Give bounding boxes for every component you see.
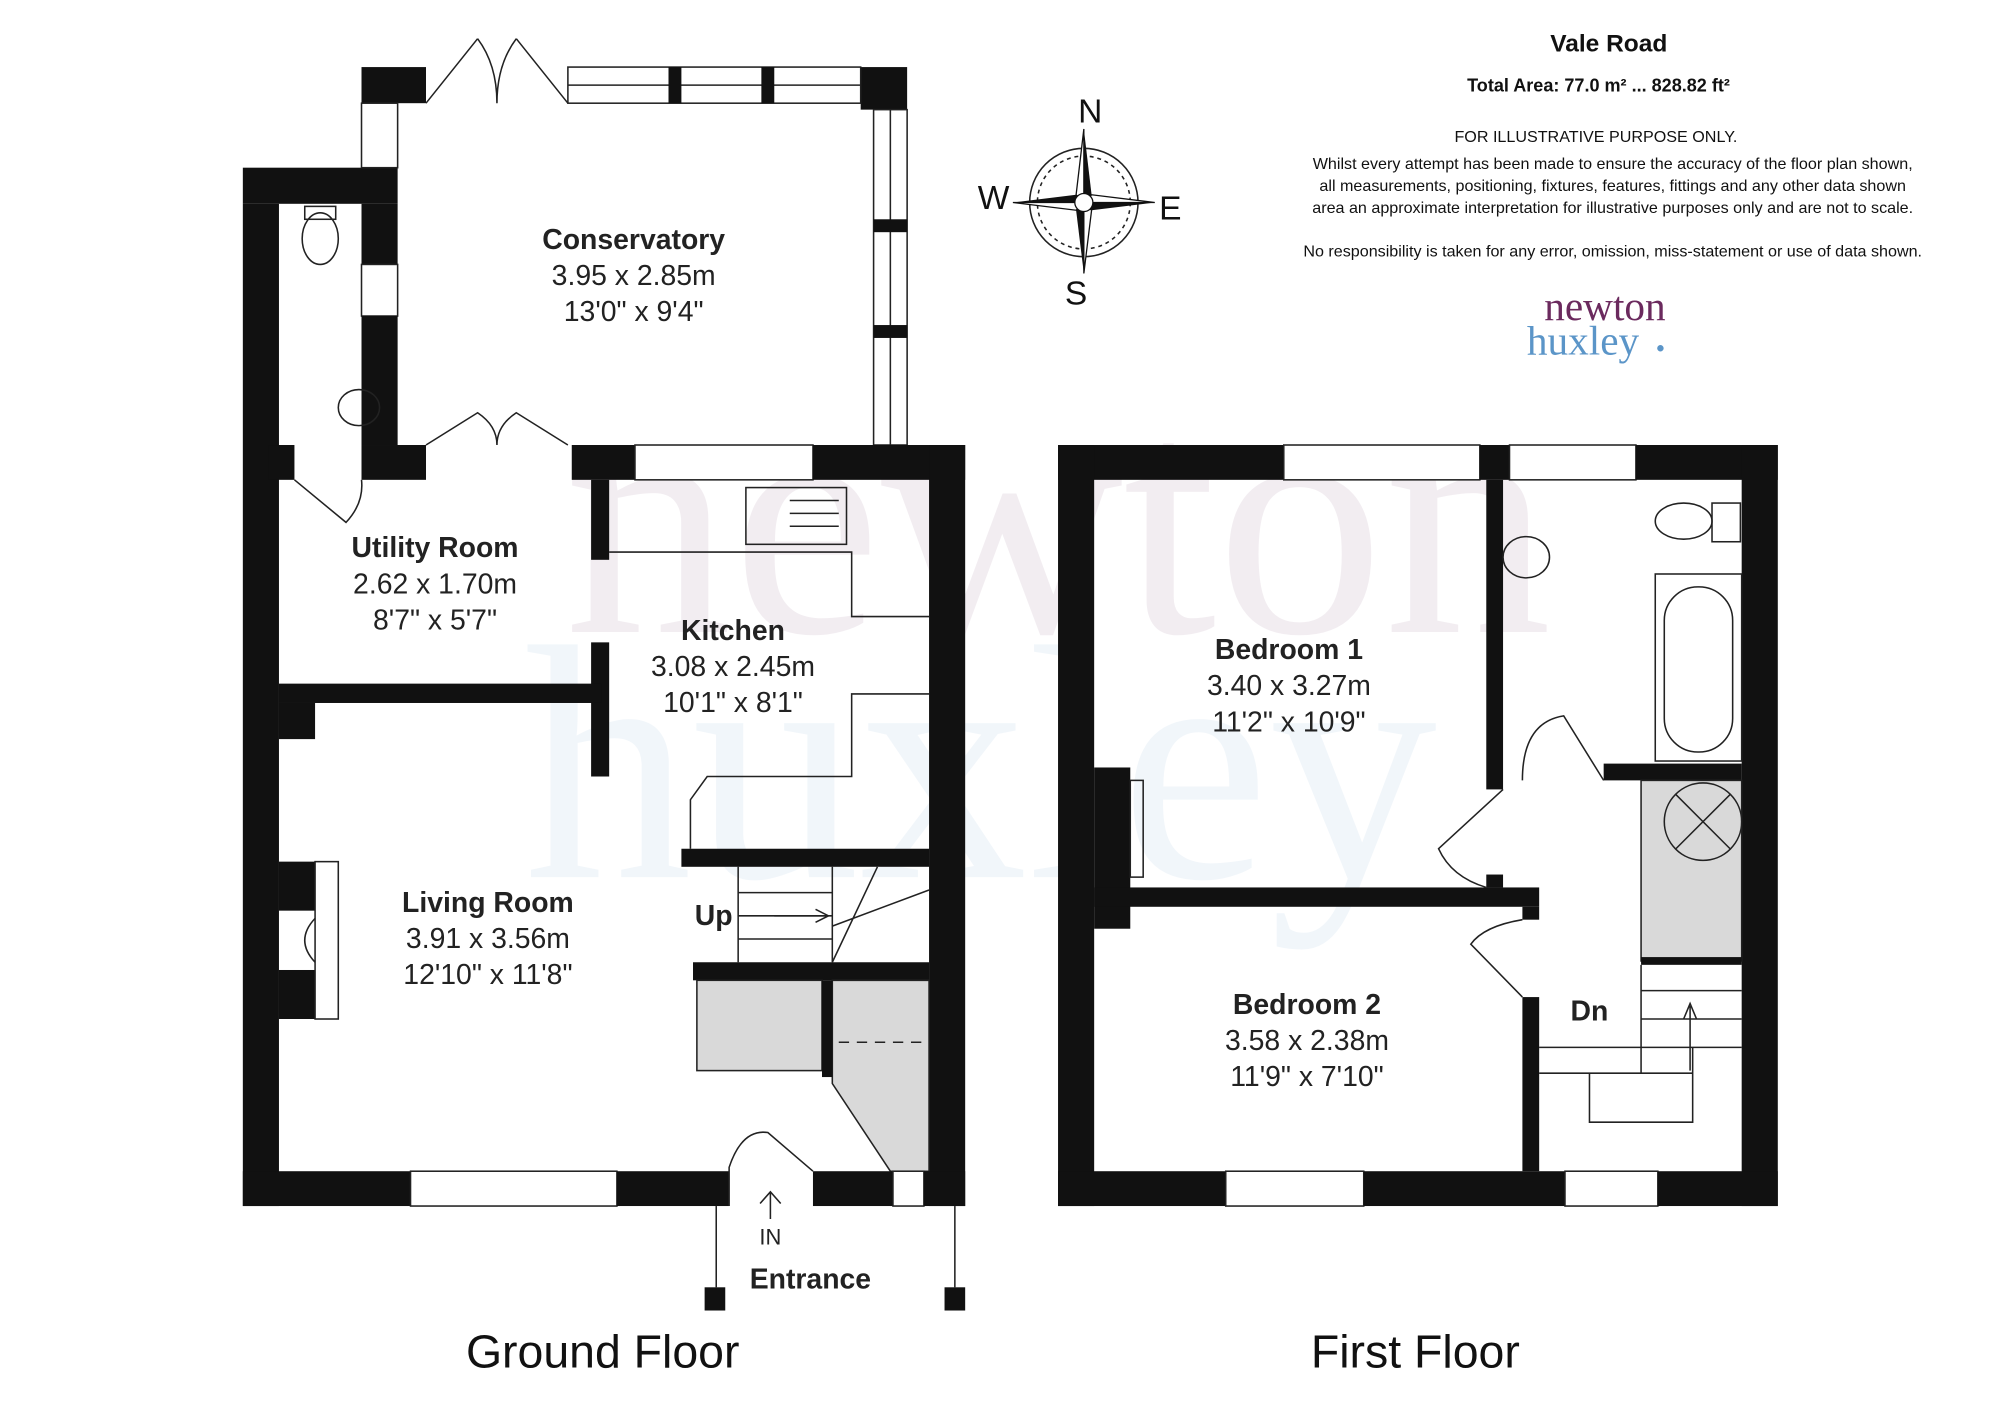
watermark: newton huxley [524, 333, 1551, 950]
compass-icon: N S E W [978, 94, 1182, 313]
room-conservatory: Conservatory 3.95 x 2.85m 13'0" x 9'4" [542, 224, 725, 328]
first-floor-walls [1058, 444, 1778, 1207]
room-name: Living Room [402, 887, 574, 919]
room-kitchen: Kitchen 3.08 x 2.45m 10'1" x 8'1" [651, 615, 815, 719]
room-name: Kitchen [681, 615, 785, 647]
room-name: Bedroom 1 [1215, 634, 1363, 666]
compass-e: E [1159, 190, 1181, 227]
room-name: Conservatory [542, 224, 725, 256]
total-area: Total Area: 77.0 m² ... 828.82 ft² [1467, 76, 1730, 96]
property-title: Vale Road [1550, 31, 1667, 58]
stairs-down-label: Dn [1571, 995, 1609, 1027]
room-utility: Utility Room 2.62 x 1.70m 8'7" x 5'7" [352, 532, 519, 636]
responsibility-note: No responsibility is taken for any error… [1303, 243, 1922, 261]
room-imperial: 11'2" x 10'9" [1212, 706, 1365, 738]
room-metric: 3.95 x 2.85m [552, 260, 716, 292]
compass-w: W [978, 180, 1010, 217]
room-living: Living Room 3.91 x 3.56m 12'10" x 11'8" [402, 887, 574, 991]
ground-floor-walls [242, 38, 966, 1311]
room-metric: 3.58 x 2.38m [1225, 1025, 1389, 1057]
entrance-in-label: IN [759, 1225, 781, 1250]
disclaimer-line: Whilst every attempt has been made to en… [1313, 155, 1913, 173]
room-imperial: 13'0" x 9'4" [564, 296, 704, 328]
room-imperial: 8'7" x 5'7" [373, 604, 497, 636]
disclaimer-line: area an approximate interpretation for i… [1312, 199, 1913, 217]
room-name: Bedroom 2 [1233, 989, 1381, 1021]
room-bedroom-1: Bedroom 1 3.40 x 3.27m 11'2" x 10'9" [1207, 634, 1371, 738]
room-metric: 3.91 x 3.56m [406, 923, 570, 955]
room-imperial: 10'1" x 8'1" [663, 687, 803, 719]
svg-text:huxley: huxley [1527, 318, 1640, 364]
room-bedroom-2: Bedroom 2 3.58 x 2.38m 11'9" x 7'10" [1225, 989, 1389, 1093]
first-floor-label: First Floor [1311, 1325, 1520, 1377]
ground-floor-label: Ground Floor [466, 1325, 740, 1377]
newton-huxley-logo: newton huxley [1527, 283, 1666, 364]
room-metric: 3.40 x 3.27m [1207, 670, 1371, 702]
disclaimer-line: all measurements, positioning, fixtures,… [1319, 177, 1906, 195]
room-name: Utility Room [352, 532, 519, 564]
room-imperial: 11'9" x 7'10" [1230, 1061, 1383, 1093]
compass-n: N [1078, 94, 1102, 131]
stairs-up-label: Up [695, 900, 733, 932]
room-metric: 3.08 x 2.45m [651, 651, 815, 683]
room-imperial: 12'10" x 11'8" [403, 959, 572, 991]
compass-s: S [1065, 275, 1087, 312]
entrance-label: Entrance [750, 1264, 871, 1296]
disclaimer-heading: FOR ILLUSTRATIVE PURPOSE ONLY. [1454, 128, 1737, 146]
svg-text:newton: newton [1544, 283, 1666, 329]
room-metric: 2.62 x 1.70m [353, 568, 517, 600]
